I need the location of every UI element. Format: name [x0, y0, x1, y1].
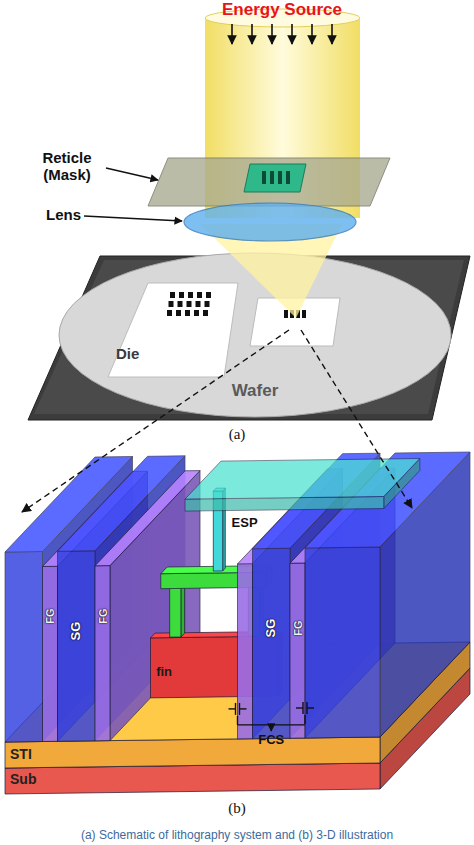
gate-block-front-face	[305, 547, 380, 738]
energy-arrow	[331, 24, 333, 44]
layer-label: STI	[10, 747, 32, 762]
part-label: Lens	[46, 207, 81, 224]
energy-arrow	[251, 24, 253, 44]
mask-line	[270, 171, 274, 184]
die-pattern-cell	[169, 301, 174, 307]
energy-source-label: Energy Source	[222, 1, 342, 20]
floating-gate-front-face	[290, 563, 305, 738]
gate-label: FG	[291, 620, 303, 635]
floating-gate-front-face	[43, 566, 58, 741]
figure-caption: (a) Schematic of lithography system and …	[0, 829, 474, 842]
gate-block-front-face	[5, 552, 43, 743]
part-label: Reticle (Mask)	[30, 150, 104, 183]
finfet-illustration	[5, 452, 470, 794]
bracket-line	[237, 716, 238, 725]
die-pattern-cell	[194, 310, 199, 316]
die-pattern-cell	[187, 301, 192, 307]
die-pattern-cell	[170, 292, 175, 298]
capacitor-wire	[240, 708, 247, 709]
layer-label: Sub	[10, 772, 36, 787]
contact-leg	[170, 583, 185, 637]
mask-pattern-lines	[262, 171, 290, 184]
die-square: Die	[100, 280, 240, 380]
esp-plate	[185, 459, 420, 512]
die-pattern-cell	[176, 310, 181, 316]
mask-pattern	[244, 164, 306, 192]
node-label: Die	[116, 346, 139, 363]
energy-arrow	[231, 24, 233, 44]
sti-layer-front-face	[5, 737, 380, 768]
mask-line	[278, 171, 282, 184]
gate-label: SG	[264, 619, 278, 638]
capacitance-label: FCS	[258, 733, 284, 747]
capacitor-wire	[307, 707, 314, 708]
die-pattern-cell	[203, 310, 208, 316]
die-pattern-cell	[179, 292, 184, 298]
die-outline	[108, 283, 238, 377]
leader-line	[106, 168, 158, 180]
energy-arrow	[291, 24, 293, 44]
capacitor-wire	[229, 708, 236, 709]
fin-label: fin	[156, 665, 172, 679]
die-square-shape	[100, 280, 240, 380]
lens	[184, 203, 356, 241]
energy-arrow	[311, 24, 313, 44]
beam-top	[205, 9, 360, 27]
die-pattern-cell	[196, 301, 201, 307]
gate-label: FG	[44, 609, 56, 624]
mask-line	[262, 171, 266, 184]
capacitor-symbols	[229, 702, 315, 731]
esp-plate-top-face	[185, 459, 420, 500]
floating-gate-front-face	[238, 564, 253, 739]
die-pattern-cell	[178, 301, 183, 307]
die-pattern-cell	[167, 310, 172, 316]
gate-label: FG	[96, 608, 108, 623]
zoom-arrow	[22, 330, 289, 512]
bracket-line	[304, 715, 305, 724]
node-label: Wafer	[232, 382, 279, 401]
select-gate-front-face	[58, 551, 96, 742]
floating-gate-top-face	[95, 471, 200, 566]
die-pattern-cell	[185, 310, 190, 316]
die-pattern-cell	[197, 292, 202, 298]
capacitor-plate	[302, 702, 303, 714]
panel-label: (a)	[229, 426, 246, 443]
mask-line	[286, 171, 290, 184]
energy-arrow	[271, 24, 273, 44]
gate-label: SG	[69, 622, 83, 641]
reticle-plate	[148, 158, 390, 206]
bracket-arrow	[271, 725, 272, 731]
contact-leg-front-face	[170, 587, 181, 637]
capacitor-plate	[235, 703, 236, 715]
die-pattern-cell	[205, 301, 210, 307]
floating-gate	[95, 471, 200, 741]
panel-label: (b)	[228, 800, 246, 817]
leader-line	[84, 216, 182, 221]
capacitor-wire	[296, 707, 303, 708]
select-gate-front-face	[253, 548, 291, 739]
substrate-layer-front-face	[5, 763, 380, 794]
esp-label: ESP	[232, 516, 258, 530]
die-pattern-cell	[206, 292, 211, 298]
die-pattern-cell	[284, 310, 288, 318]
die-pattern-cell	[188, 292, 193, 298]
floating-gate-front-face	[95, 566, 110, 741]
contact-leg-side-face	[181, 583, 185, 637]
zoom-arrow	[301, 330, 412, 508]
energy-arrows	[232, 24, 332, 44]
die-pattern-cell	[302, 310, 306, 318]
